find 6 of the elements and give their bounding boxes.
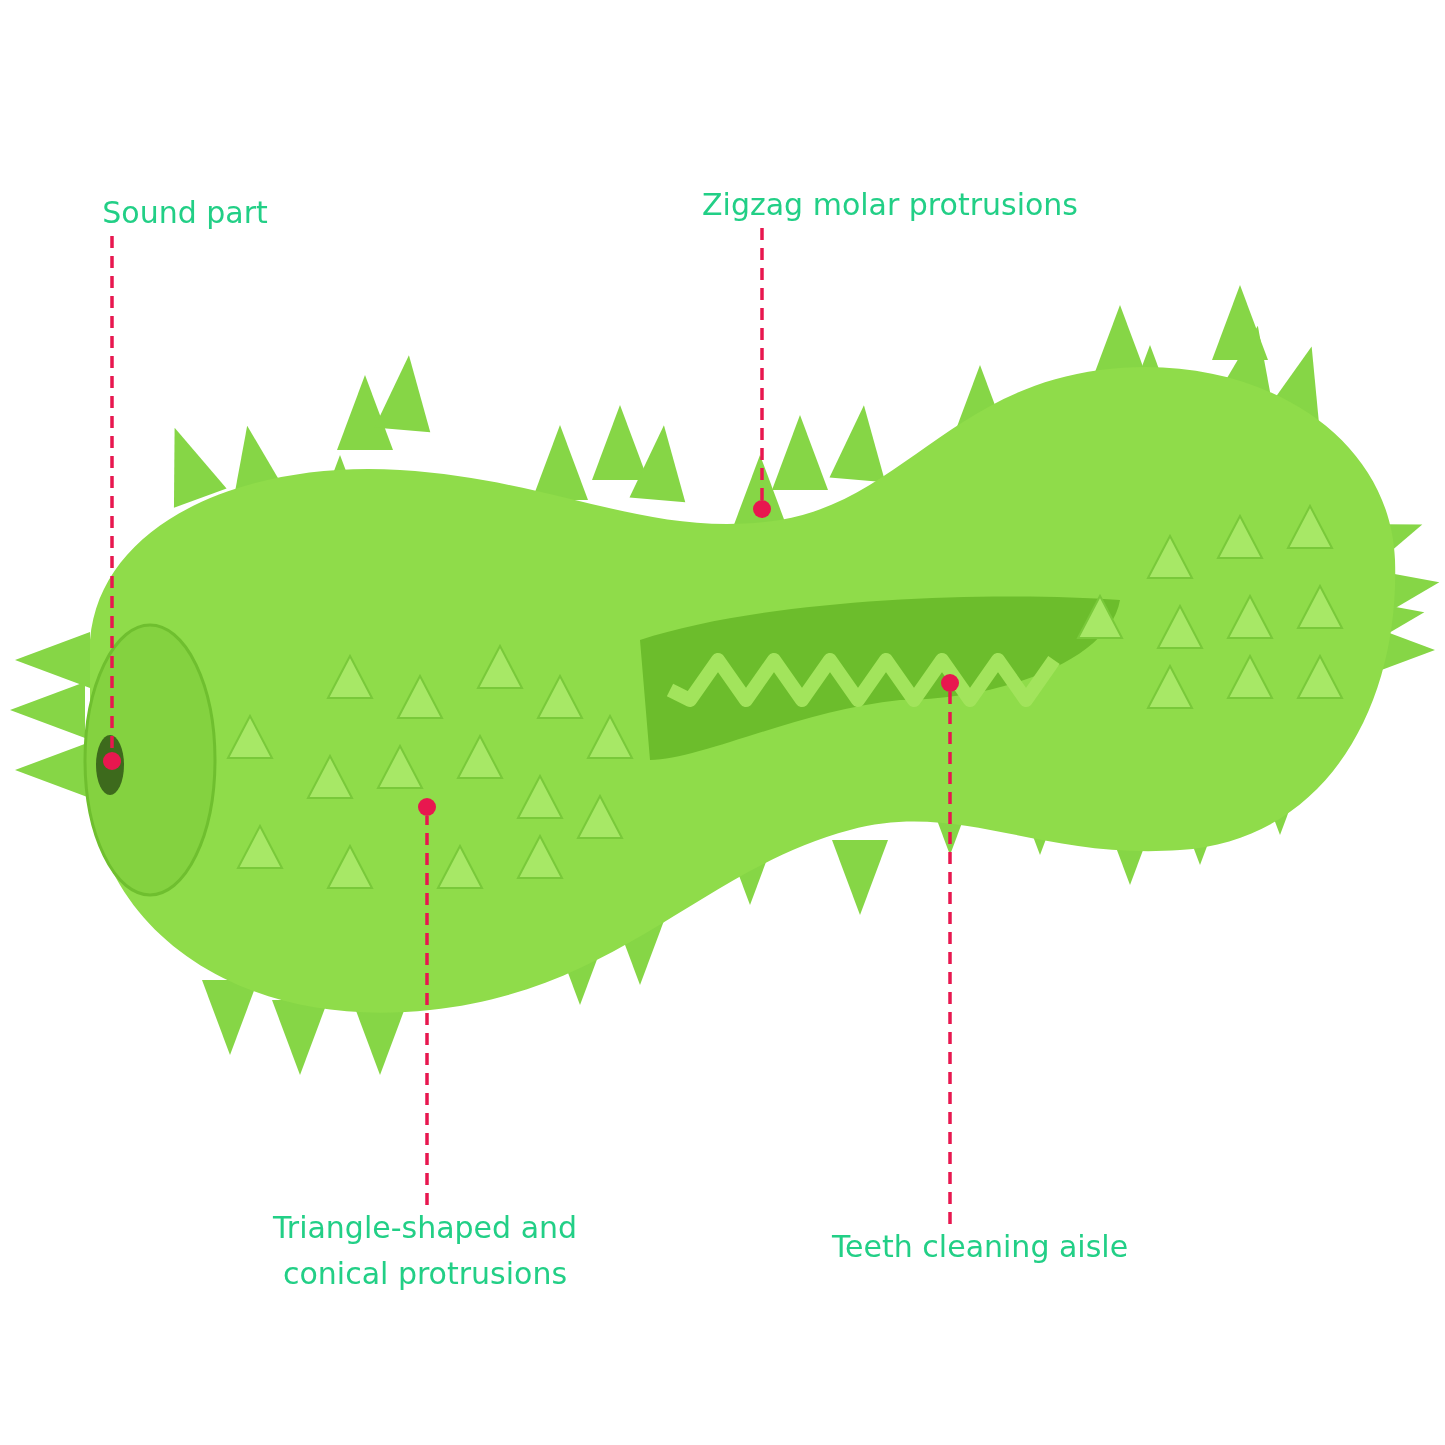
callout-label: Sound part — [80, 190, 290, 236]
leader-line — [425, 816, 429, 1205]
leader-line — [948, 692, 952, 1224]
callout-label: Teeth cleaning aisle — [795, 1224, 1165, 1270]
callout-label: Triangle-shaped and conical protrusions — [225, 1205, 625, 1297]
callout-label: Zigzag molar protrusions — [665, 182, 1115, 228]
